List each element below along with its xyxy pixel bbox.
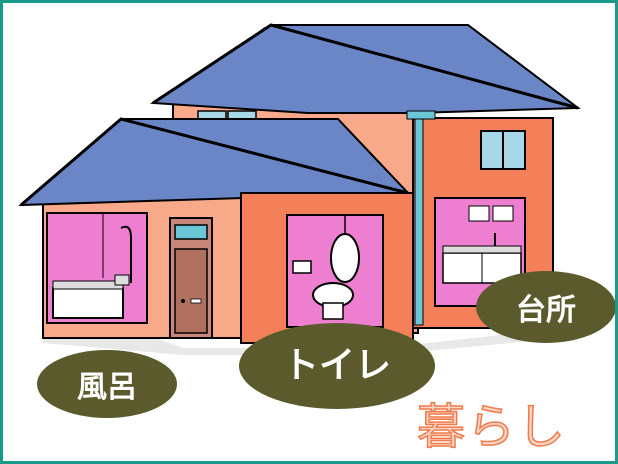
toilet-label-badge: トイレ	[239, 323, 435, 409]
bath-label-badge: 風呂	[37, 350, 177, 418]
kitchen-label-badge: 台所	[476, 271, 615, 343]
living-title: 暮らし	[416, 398, 568, 456]
bath-label: 風呂	[77, 370, 137, 405]
front-house	[18, 117, 414, 344]
ground-shadow	[43, 328, 563, 355]
toilet-label: トイレ	[282, 345, 391, 386]
main-roof	[149, 24, 581, 114]
house-illustration	[18, 23, 581, 355]
kitchen-label: 台所	[516, 293, 576, 328]
